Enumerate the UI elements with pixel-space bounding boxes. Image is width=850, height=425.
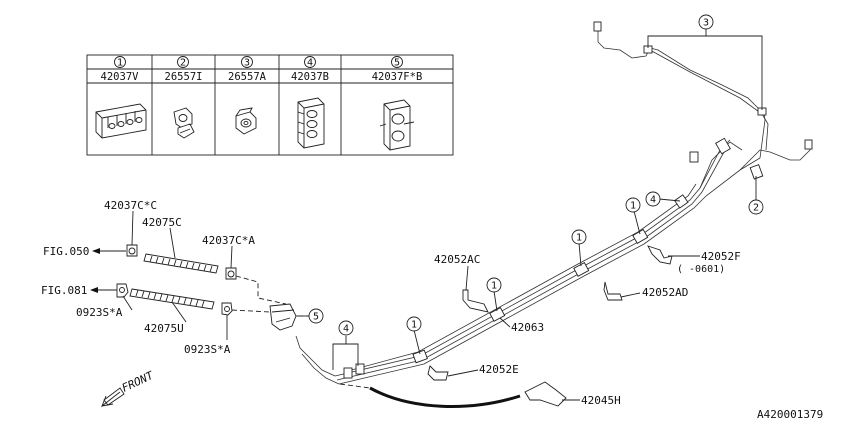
svg-text:3: 3 xyxy=(244,58,250,69)
label-42052F: 42052F xyxy=(701,250,741,263)
label-42075U: 42075U xyxy=(144,322,184,335)
leader-lines xyxy=(90,29,763,401)
svg-text:1: 1 xyxy=(117,58,123,69)
front-arrow: FRONT xyxy=(100,368,157,408)
parts-table: 1 2 3 4 5 42037V 26557I 26557A 42037B 42… xyxy=(86,54,454,156)
svg-text:4: 4 xyxy=(307,58,313,69)
fitting-42037C-A xyxy=(225,267,237,280)
fitting-0923S-A-right xyxy=(221,302,233,316)
svg-text:1: 1 xyxy=(630,201,636,212)
label-fig-050: FIG.050 xyxy=(43,245,89,258)
table-index-4: 4 xyxy=(304,56,316,69)
label-42037C-C: 42037C*C xyxy=(104,199,157,212)
table-index-2: 2 xyxy=(177,56,189,69)
fitting-0923S-A-left xyxy=(116,283,129,298)
grommet-clip-icon xyxy=(235,107,257,135)
table-part-26557I: 26557I xyxy=(165,71,203,83)
svg-text:3: 3 xyxy=(703,18,709,29)
table-part-42037F-B: 42037F*B xyxy=(372,71,423,83)
stacked-clip-icon xyxy=(297,97,325,149)
svg-text:5: 5 xyxy=(313,312,319,323)
table-index-1: 1 xyxy=(114,56,126,69)
table-part-26557A: 26557A xyxy=(228,71,267,83)
callout-1-rear: 1 xyxy=(625,197,641,213)
label-0923S-A-right: 0923S*A xyxy=(184,343,231,356)
label-fig-081: FIG.081 xyxy=(41,284,87,297)
bracket-front-clip xyxy=(269,303,297,331)
label-42037C-A: 42037C*A xyxy=(202,234,255,247)
table-index-3: 3 xyxy=(241,56,253,69)
callout-1-front: 1 xyxy=(406,316,422,332)
bracket-42052E xyxy=(427,365,449,381)
label-42052AC: 42052AC xyxy=(434,253,480,266)
svg-text:1: 1 xyxy=(491,281,497,292)
fuel-line-assembly xyxy=(269,21,813,408)
callout-5: 5 xyxy=(308,308,324,324)
label-42052F-note: ( -0601) xyxy=(677,264,725,275)
svg-text:2: 2 xyxy=(180,58,186,69)
fuel-hose xyxy=(369,386,521,408)
svg-text:FRONT: FRONT xyxy=(120,368,157,394)
label-42063: 42063 xyxy=(511,321,544,334)
label-42045H: 42045H xyxy=(581,394,621,407)
label-0923S-A-left: 0923S*A xyxy=(76,306,123,319)
table-index-5: 5 xyxy=(391,56,403,69)
diagram-id: A420001379 xyxy=(757,408,823,421)
label-42052E: 42052E xyxy=(479,363,519,376)
bracket-42052AC xyxy=(462,289,489,313)
svg-text:1: 1 xyxy=(411,320,417,331)
table-part-42037V: 42037V xyxy=(101,71,140,83)
svg-text:1: 1 xyxy=(576,233,582,244)
double-clip-icon xyxy=(379,99,415,151)
callout-4-rear: 4 xyxy=(645,191,661,207)
callout-1-mid: 1 xyxy=(486,277,502,293)
pipe-clip-icon xyxy=(173,107,195,139)
svg-text:5: 5 xyxy=(394,58,400,69)
callout-1-mid-upper: 1 xyxy=(571,229,587,245)
callout-4-front: 4 xyxy=(338,320,354,336)
bracket-42045H xyxy=(524,381,567,407)
svg-text:4: 4 xyxy=(650,195,656,206)
label-42052AD: 42052AD xyxy=(642,286,688,299)
bracket-42052AD xyxy=(603,281,623,301)
fitting-42037C-C xyxy=(126,244,138,257)
svg-text:2: 2 xyxy=(753,203,759,214)
bracket-42052F xyxy=(647,245,673,265)
callout-2: 2 xyxy=(748,199,764,215)
four-slot-clip-icon xyxy=(95,103,147,139)
callout-3: 3 xyxy=(698,14,714,30)
table-part-42037B: 42037B xyxy=(291,71,329,83)
label-42075C: 42075C xyxy=(142,216,182,229)
left-tubes xyxy=(116,244,312,317)
svg-text:4: 4 xyxy=(343,324,349,335)
